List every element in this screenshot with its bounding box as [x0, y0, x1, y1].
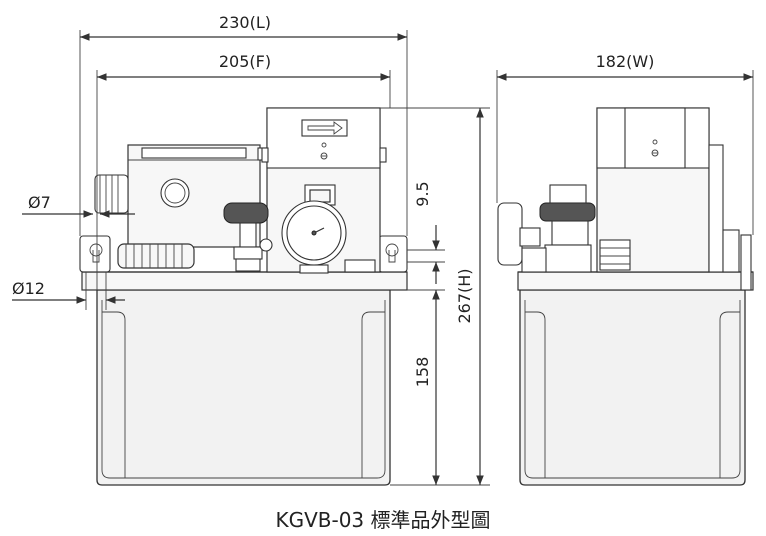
cable-gland	[94, 174, 129, 214]
valve-knob	[223, 202, 269, 224]
drawing-caption: KGVB-03 標準品外型圖	[275, 508, 490, 532]
filler-cap	[117, 243, 195, 269]
control-box	[127, 144, 261, 248]
base-plate	[81, 271, 408, 291]
dim-length-label: 230(L)	[219, 13, 271, 32]
oil-tank	[96, 289, 391, 486]
dim-height-tank-label: 158	[413, 357, 432, 388]
base-plate-side	[517, 271, 754, 291]
dim-dia-large-label: Ø12	[12, 279, 45, 298]
front-view	[79, 107, 408, 486]
side-view	[497, 107, 754, 486]
dim-offset-label: 9.5	[413, 181, 432, 206]
dim-height-total-label: 267(H)	[455, 268, 474, 323]
dim-front-label: 205(F)	[219, 52, 271, 71]
dimension-lines: 230(L) 205(F) 182(W) 267(H) 158 9.5 Ø7	[12, 13, 754, 486]
dim-dia-small-label: Ø7	[28, 193, 51, 212]
oil-tank-side	[519, 289, 746, 486]
dim-width-label: 182(W)	[596, 52, 655, 71]
gauge-side	[497, 202, 523, 266]
